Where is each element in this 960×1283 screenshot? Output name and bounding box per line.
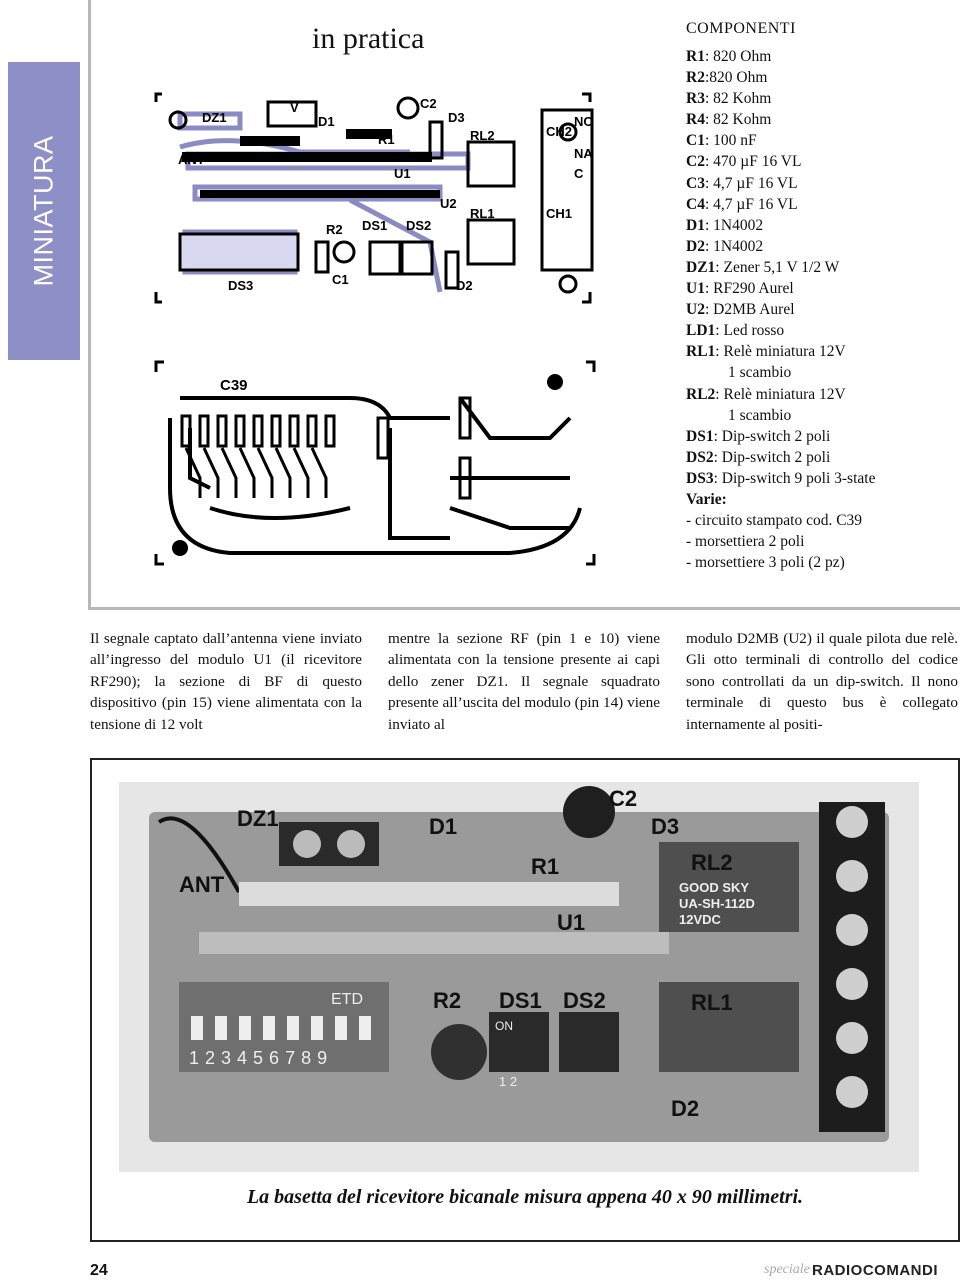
pcb-label-r2: R2 <box>326 222 343 237</box>
component-item: U2: D2MB Aurel <box>686 301 795 319</box>
photo-label-dz1: DZ1 <box>237 806 279 831</box>
component-item: D1: 1N4002 <box>686 216 764 234</box>
component-item: DZ1: Zener 5,1 V 1/2 W <box>686 258 840 276</box>
article-column-1: Il segnale captato dall’antenna viene in… <box>90 630 362 733</box>
component-item: 1 scambio <box>728 364 792 382</box>
component-item: R1: 820 Ohm <box>686 48 772 65</box>
pcb-component-layout: DZ1 V D1 C2 D3 RL2 R1 ANT U1 U2 RL1 R2 D… <box>154 92 594 304</box>
photo-label-r1: R1 <box>531 854 559 879</box>
components-title: COMPONENTI <box>686 20 796 37</box>
relay-line-3: 12VDC <box>679 912 722 927</box>
article-column-2: mentre la sezione RF (pin 1 e 10) viene … <box>388 630 660 733</box>
pcb-label-c2: C2 <box>420 96 437 111</box>
relay-line-1: GOOD SKY <box>679 880 749 895</box>
varie-item: - morsettiere 3 poli (2 pz) <box>686 554 845 572</box>
components-list: R1: 820 Ohm R2:820 Ohm R3: 82 Kohm R4: 8… <box>686 46 875 573</box>
component-item: C1: 100 nF <box>686 132 757 150</box>
pcb-label-d2: D2 <box>456 278 473 293</box>
photo-label-rl2: RL2 <box>691 850 733 875</box>
board-photo: DZ1 D1 C2 D3 R1 ANT U1 RL2 RL1 R2 DS1 DS… <box>119 782 919 1172</box>
brand-name: RADIOCOMANDI <box>812 1262 938 1279</box>
photo-label-r2: R2 <box>433 988 461 1013</box>
pcb-trace-layout: C39 <box>154 360 596 566</box>
pcb-label-nc: NC <box>574 114 593 129</box>
trace-label: C39 <box>220 377 248 394</box>
section-tab-label: MINIATURA <box>28 135 59 287</box>
component-item: 1 scambio <box>728 406 792 424</box>
page-title: in pratica <box>312 22 425 55</box>
pcb-label-c: C <box>574 166 584 181</box>
photo-label-d1: D1 <box>429 814 457 839</box>
pcb-label-d3: D3 <box>448 110 465 125</box>
component-item: C2: 470 µF 16 VL <box>686 153 802 171</box>
photo-label-ds2: DS2 <box>563 988 606 1013</box>
component-item: RL1: Relè miniatura 12V <box>686 343 846 361</box>
pcb-label-ds2: DS2 <box>406 218 431 233</box>
magazine-brand: speciale RADIOCOMANDI <box>764 1260 954 1282</box>
photo-label-c2: C2 <box>609 786 637 811</box>
photo-label-u1: U1 <box>557 910 585 935</box>
pcb-label-r1: R1 <box>378 132 395 147</box>
photo-label-d3: D3 <box>651 814 679 839</box>
top-frame <box>88 0 960 610</box>
pcb-label-ant: ANT <box>178 152 205 167</box>
photo-caption: La basetta del ricevitore bicanale misur… <box>246 1186 804 1208</box>
component-item: U1: RF290 Aurel <box>686 280 794 298</box>
photo-label-rl1: RL1 <box>691 990 733 1015</box>
component-item: D2: 1N4002 <box>686 237 764 255</box>
pcb-label-d1: D1 <box>318 114 335 129</box>
page-number: 24 <box>90 1262 108 1279</box>
component-item: RL2: Relè miniatura 12V <box>686 385 846 403</box>
pcb-label-u2: U2 <box>440 196 457 211</box>
component-item: R3: 82 Kohm <box>686 90 772 108</box>
component-item: DS2: Dip-switch 2 poli <box>686 448 831 466</box>
relay-line-2: UA-SH-112D <box>679 896 755 911</box>
photo-label-ant: ANT <box>179 872 225 897</box>
varie-item: - circuito stampato cod. C39 <box>686 512 863 530</box>
photo-label-etd: ETD <box>331 991 363 1008</box>
pcb-label-ds3: DS3 <box>228 278 253 293</box>
photo-label-d2: D2 <box>671 1096 699 1121</box>
section-tab: MINIATURA <box>8 62 80 360</box>
pcb-label-u1: U1 <box>394 166 411 181</box>
varie-title: Varie: <box>686 490 727 508</box>
pcb-label-dz1: DZ1 <box>202 110 227 125</box>
pcb-label-ch2: CH2 <box>546 124 572 139</box>
article-column-3: modulo D2MB (U2) il quale pilota due rel… <box>686 630 958 733</box>
component-item: LD1: Led rosso <box>686 322 785 340</box>
photo-label-ds1: DS1 <box>499 988 542 1013</box>
pcb-label-rl1: RL1 <box>470 206 495 221</box>
pcb-label-na: NA <box>574 146 593 161</box>
component-item: R2:820 Ohm <box>686 69 768 87</box>
brand-prefix: speciale <box>764 1262 810 1277</box>
photo-label-on: ON <box>495 1019 513 1033</box>
pcb-label-ds1: DS1 <box>362 218 387 233</box>
component-item: C4: 4,7 µF 16 VL <box>686 195 798 213</box>
varie-item: - morsettiera 2 poli <box>686 533 805 551</box>
pcb-label-ch1: CH1 <box>546 206 572 221</box>
pcb-label-rl2: RL2 <box>470 128 495 143</box>
photo-label-digits: 123456789 <box>189 1048 333 1068</box>
pcb-label-v: V <box>290 100 299 115</box>
component-item: R4: 82 Kohm <box>686 111 772 129</box>
component-item: DS1: Dip-switch 2 poli <box>686 427 831 445</box>
component-item: C3: 4,7 µF 16 VL <box>686 174 798 192</box>
pcb-label-c1: C1 <box>332 272 349 287</box>
photo-label-sw12: 1 2 <box>499 1074 517 1089</box>
component-item: DS3: Dip-switch 9 poli 3-state <box>686 469 876 487</box>
